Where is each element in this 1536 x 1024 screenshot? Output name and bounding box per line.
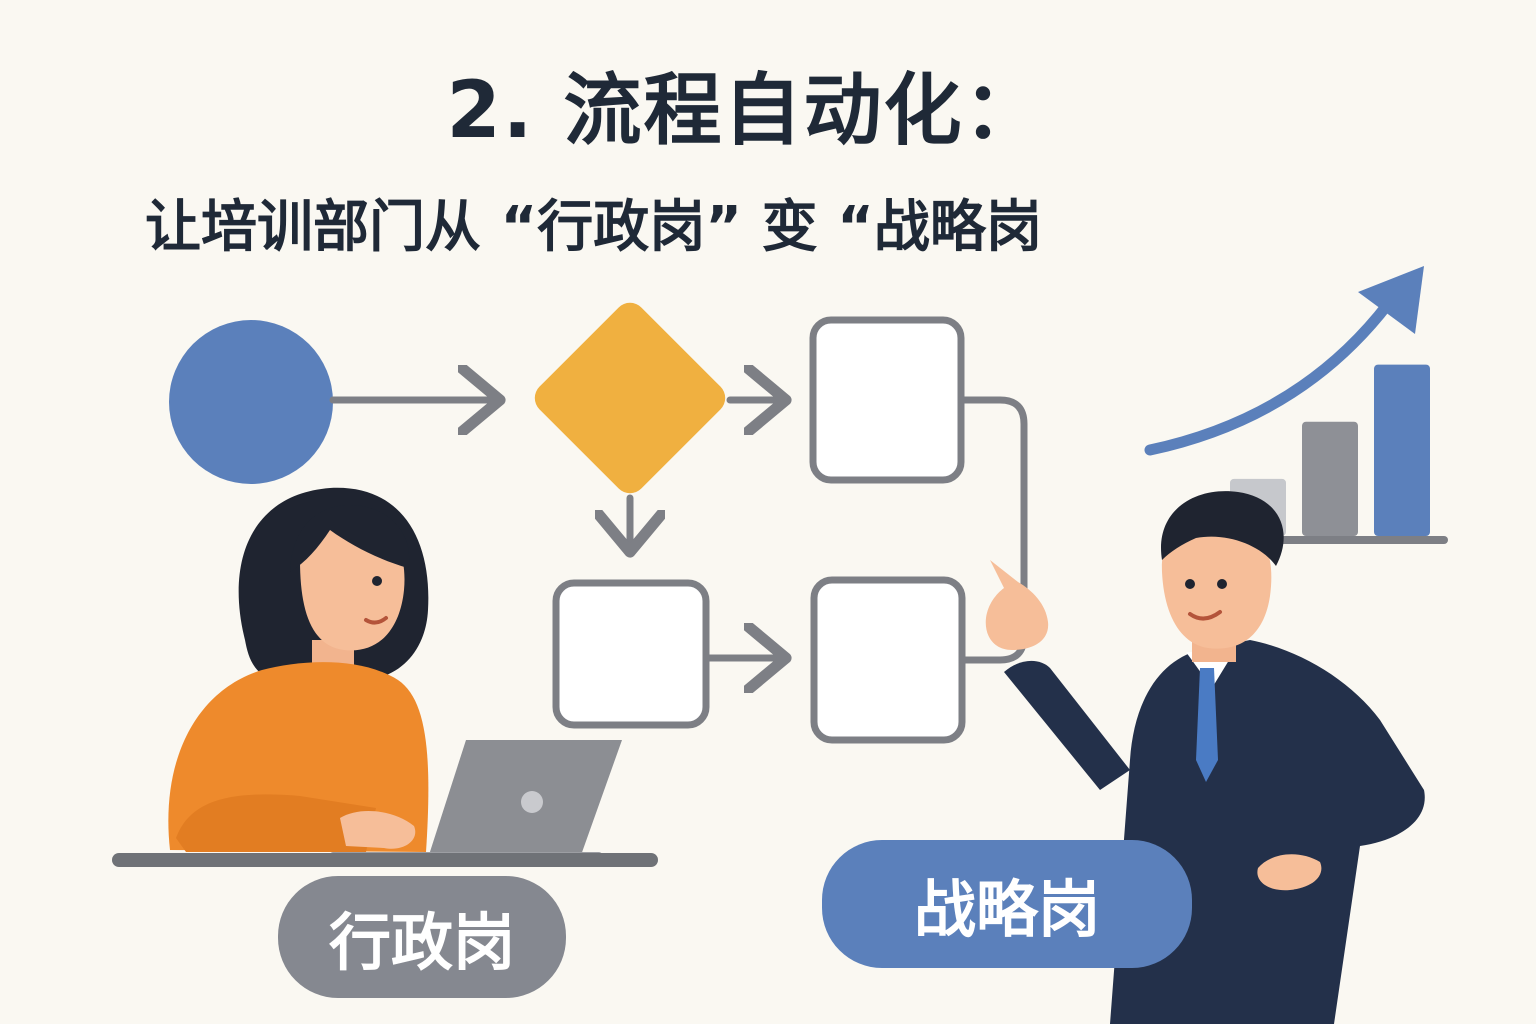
man-hair (1161, 491, 1284, 566)
man-mouth (1188, 610, 1222, 621)
process-box-top (809, 316, 965, 484)
man-tie (1196, 668, 1218, 782)
man-raised-arm (1004, 660, 1130, 790)
decision-node (534, 302, 726, 494)
process-box-bottom-right (810, 576, 966, 744)
process-box-bottom-left (552, 579, 710, 729)
page-subtitle: 让培训部门从 “行政岗” 变 “战略岗 (145, 195, 1042, 260)
man-eye-right (1217, 579, 1227, 589)
laptop-logo-icon (521, 791, 543, 813)
chart-bar-3 (1374, 364, 1430, 536)
man-eye-left (1185, 579, 1195, 589)
woman-bangs (290, 504, 410, 572)
man-hip-hand (1257, 854, 1322, 891)
chart-bar-2 (1302, 421, 1358, 536)
growth-arrow-icon (1144, 298, 1394, 456)
woman-mouth (364, 616, 388, 625)
admin-role-badge: 行政岗 (278, 876, 566, 998)
man-pointing-hand-icon (985, 560, 1049, 650)
connector-box1-to-box3 (957, 396, 1028, 664)
strategy-role-badge: 战略岗 (822, 840, 1192, 968)
growth-arrowhead (1358, 266, 1424, 334)
flowchart (169, 302, 1028, 744)
woman-hand (340, 811, 416, 849)
woman-eye (372, 576, 382, 586)
man-figure (985, 491, 1425, 1024)
start-node (169, 320, 333, 484)
page-title: 2. 流程自动化： (446, 66, 1044, 156)
man-suit (1110, 640, 1425, 1024)
desk (112, 853, 658, 867)
woman-figure (168, 487, 429, 852)
woman-arm (176, 794, 376, 852)
